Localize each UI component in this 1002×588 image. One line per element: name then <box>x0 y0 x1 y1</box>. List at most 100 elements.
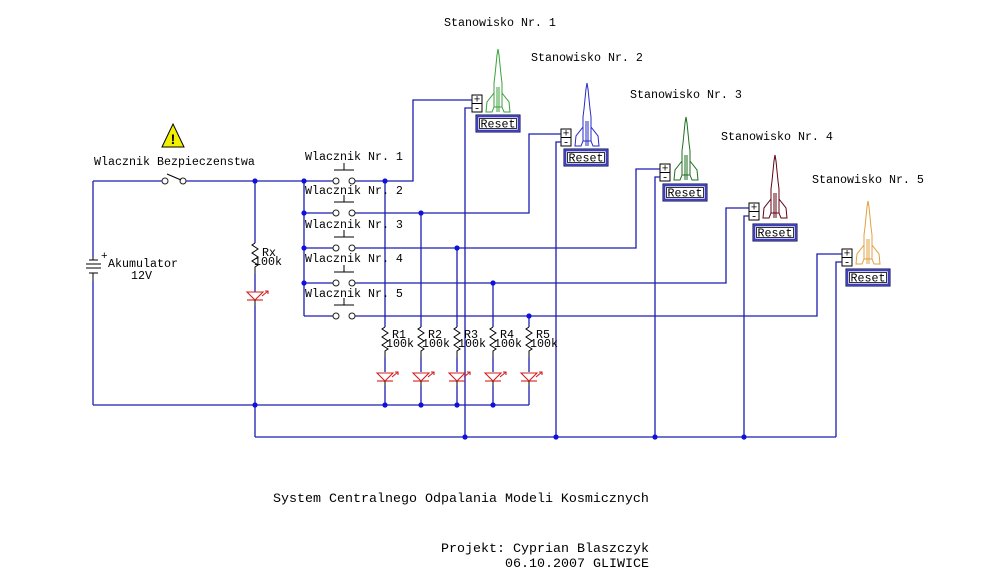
resistor-r4 <box>489 326 497 357</box>
resistor-rx-name: Rx <box>262 246 276 260</box>
junction-dot <box>490 280 496 286</box>
junction-dot <box>418 402 424 408</box>
reset-button-4[interactable]: Reset <box>752 223 798 242</box>
junction-dot <box>301 280 307 286</box>
junction-dot <box>652 434 658 440</box>
switch-label-2: Wlacznik Nr. 2 <box>305 184 403 198</box>
rocket-icon <box>574 82 600 147</box>
reset-button-label: Reset <box>758 227 793 241</box>
junction-dot <box>462 434 468 440</box>
resistor-rx <box>251 242 259 274</box>
terminal-plus: + <box>844 249 851 261</box>
junction-dot <box>741 434 747 440</box>
terminal-minus: - <box>474 104 481 116</box>
led-indicator-4 <box>483 371 507 386</box>
wire <box>555 141 561 437</box>
project-author: Projekt: Cyprian Blaszczyk <box>441 542 649 557</box>
push-switch-3[interactable] <box>332 230 356 252</box>
switch-label-4: Wlacznik Nr. 4 <box>305 252 403 266</box>
reset-button-3[interactable]: Reset <box>662 183 708 202</box>
reset-button-1[interactable]: Reset <box>475 114 521 133</box>
resistor-r5 <box>525 326 533 357</box>
station-label-5: Stanowisko Nr. 5 <box>812 173 924 187</box>
junction-dot <box>553 434 559 440</box>
resistor-value: 100k <box>458 337 486 351</box>
junction-dot <box>301 210 307 216</box>
resistor-name: R5 <box>536 328 550 342</box>
warning-icon: ! <box>161 122 185 148</box>
junction-dot <box>418 210 424 216</box>
push-switch-5[interactable] <box>332 298 356 320</box>
terminal-4: + - <box>748 202 760 224</box>
terminal-plus: + <box>751 203 758 215</box>
warning-glyph: ! <box>171 131 176 147</box>
rocket-icon <box>855 200 881 265</box>
terminal-minus: - <box>844 258 851 270</box>
wire <box>355 253 842 317</box>
push-switch-2[interactable] <box>332 195 356 217</box>
wire <box>355 133 561 214</box>
reset-button-5[interactable]: Reset <box>845 268 891 287</box>
switch-label-5: Wlacznik Nr. 5 <box>305 287 403 301</box>
junction-dot <box>252 178 258 184</box>
diagram-title: System Centralnego Odpalania Modeli Kosm… <box>273 492 649 507</box>
safety-switch-label: Wlacznik Bezpieczenstwa <box>94 155 255 169</box>
battery-label: Akumulator <box>108 257 178 271</box>
push-switch-1[interactable] <box>332 163 356 185</box>
terminal-plus: + <box>474 95 481 107</box>
reset-button-2[interactable]: Reset <box>563 148 609 167</box>
resistor-name: R4 <box>500 328 514 342</box>
wire <box>835 261 842 437</box>
station-label-2: Stanowisko Nr. 2 <box>531 51 643 65</box>
led-indicator-3 <box>447 371 471 386</box>
led-indicator-5 <box>519 371 543 386</box>
switch-label-1: Wlacznik Nr. 1 <box>305 150 403 164</box>
resistor-name: R3 <box>464 328 478 342</box>
rocket-icon <box>485 48 511 113</box>
junction-dot <box>301 245 307 251</box>
reset-button-label: Reset <box>668 187 703 201</box>
terminal-1: + - <box>471 94 483 116</box>
junction-dot <box>382 178 388 184</box>
wiring <box>92 99 842 438</box>
reset-button-label: Reset <box>481 118 516 132</box>
wire <box>464 107 472 437</box>
station-label-1: Stanowisko Nr. 1 <box>444 16 556 30</box>
battery-symbol: + <box>86 251 108 281</box>
switch-label-3: Wlacznik Nr. 3 <box>305 218 403 232</box>
led-indicator-rx <box>245 290 269 306</box>
terminal-plus: + <box>563 129 570 141</box>
terminal-5: + - <box>841 248 853 270</box>
terminal-minus: - <box>563 138 570 150</box>
reset-button-label: Reset <box>569 152 604 166</box>
junction-dot <box>526 313 532 319</box>
resistor-name: R1 <box>392 328 406 342</box>
station-label-4: Stanowisko Nr. 4 <box>721 130 833 144</box>
wire <box>355 207 749 284</box>
led-indicator-1 <box>375 371 399 386</box>
junction-dot <box>301 178 307 184</box>
terminal-minus: - <box>751 212 758 224</box>
resistor-r3 <box>453 326 461 357</box>
junction-dot <box>382 402 388 408</box>
rocket-icon <box>673 116 699 181</box>
wire <box>743 215 749 437</box>
rocket-icon <box>762 154 788 219</box>
resistor-value: 100k <box>386 337 414 351</box>
resistor-value: 100k <box>422 337 450 351</box>
terminal-3: + - <box>659 163 671 185</box>
battery-voltage: 12V <box>131 269 152 283</box>
resistor-rx-value: 100k <box>254 255 282 269</box>
resistor-name: R2 <box>428 328 442 342</box>
resistor-r2 <box>417 326 425 357</box>
project-date-place: 06.10.2007 GLIWICE <box>505 557 649 572</box>
junction-dot <box>454 245 460 251</box>
junction-dot <box>454 402 460 408</box>
station-label-3: Stanowisko Nr. 3 <box>630 88 742 102</box>
push-switch-4[interactable] <box>332 265 356 287</box>
junction-dot <box>252 402 258 408</box>
terminal-2: + - <box>560 128 572 150</box>
wire <box>654 176 660 437</box>
